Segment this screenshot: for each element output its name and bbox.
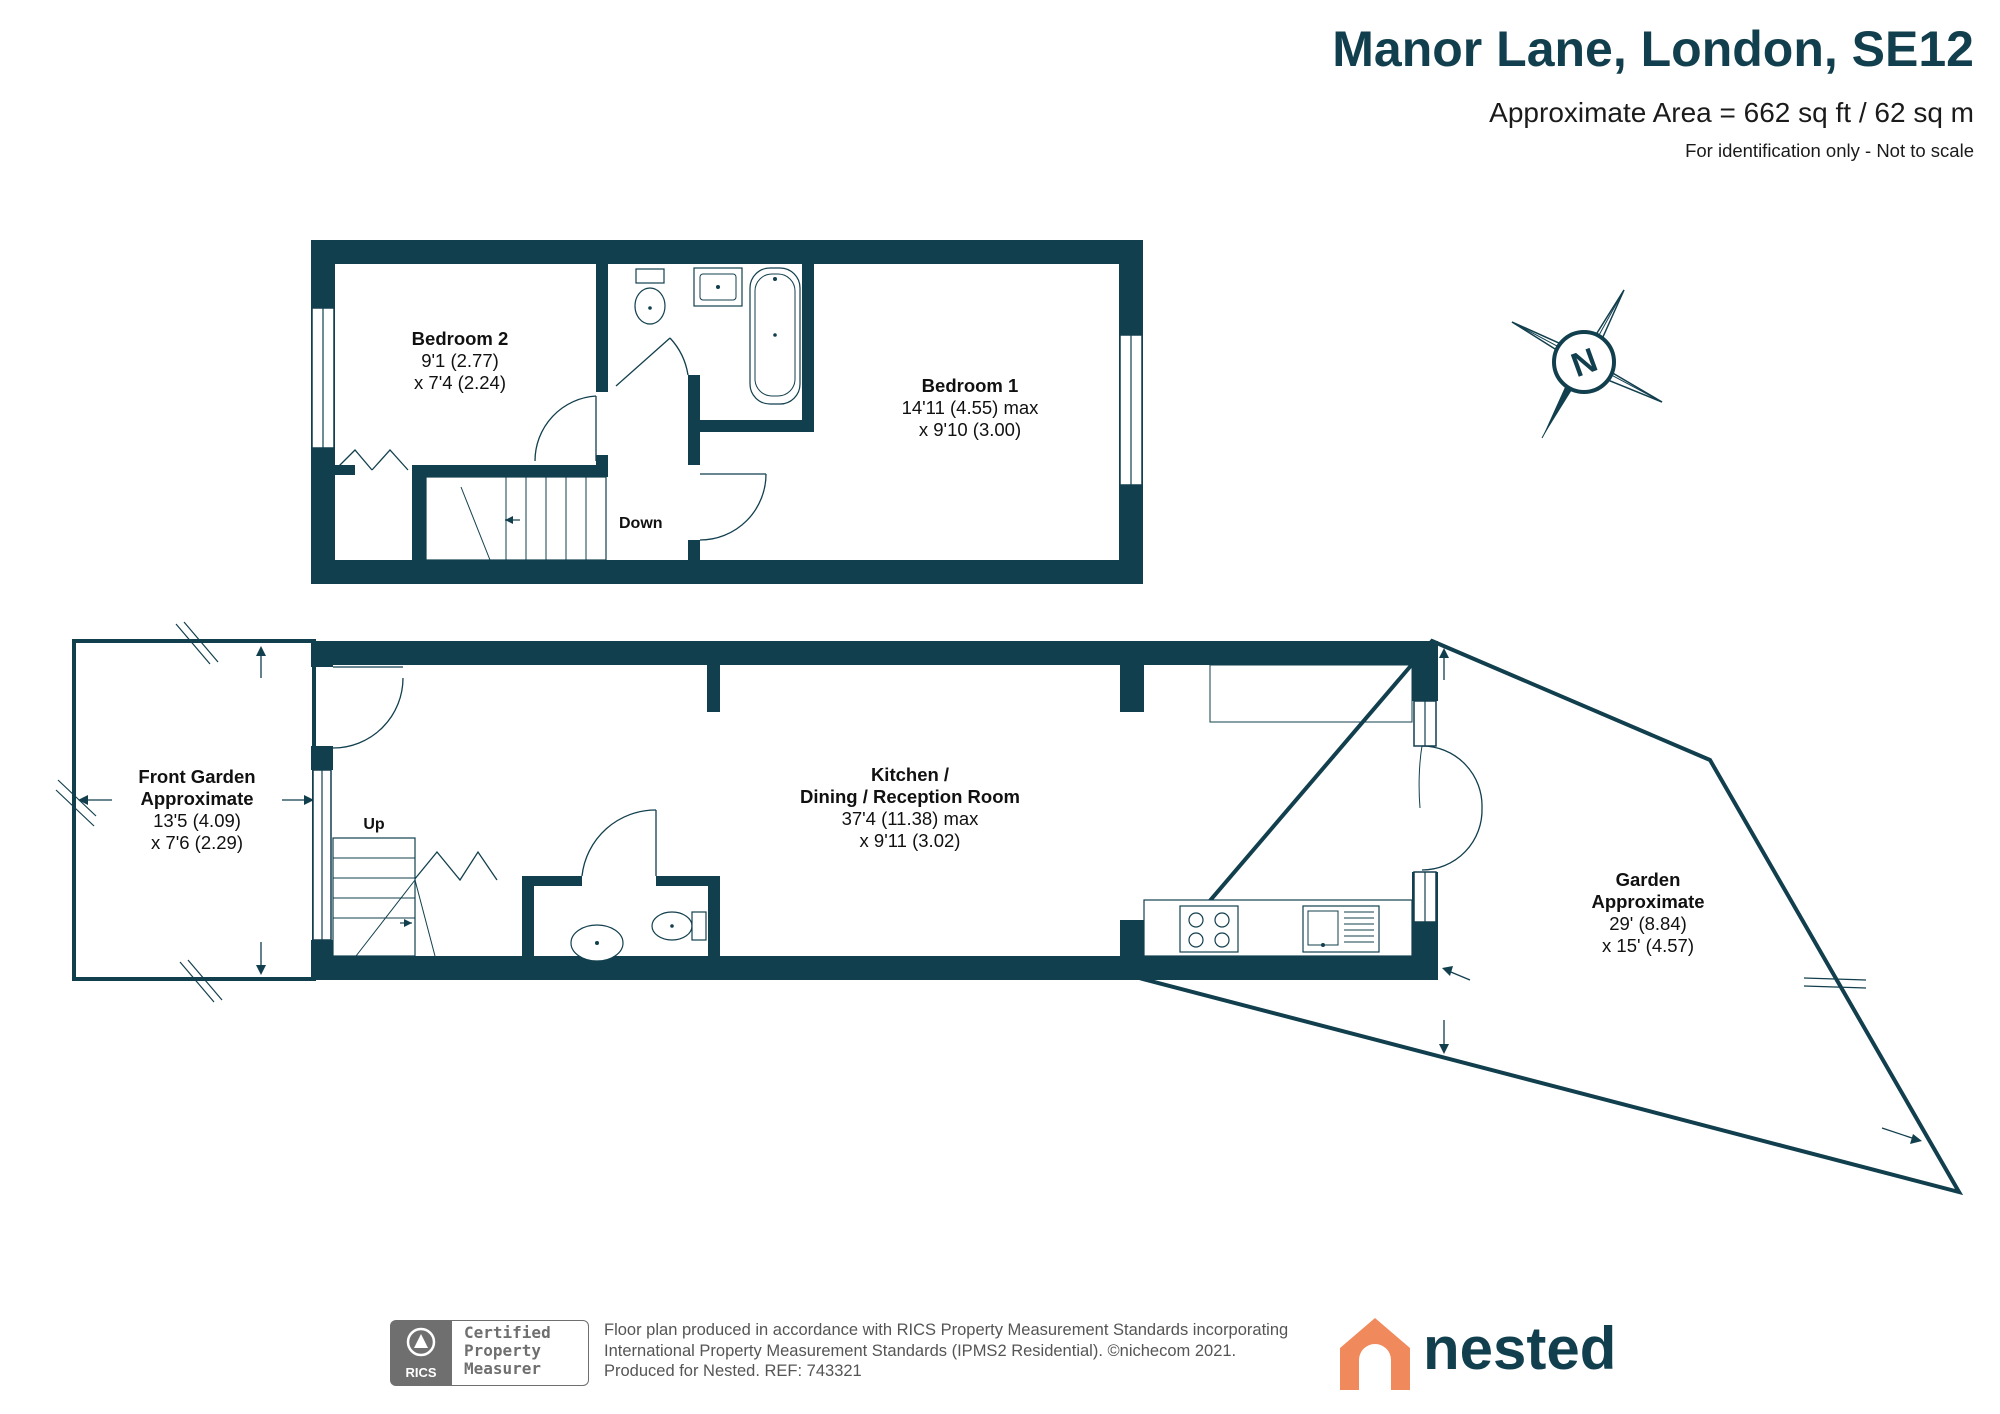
room-dimension: 29' (8.84) (1609, 913, 1687, 934)
stairs-up-label: Up (363, 816, 385, 833)
house-logo-icon (1340, 1318, 1410, 1390)
room-dimension: x 7'4 (2.24) (414, 372, 506, 393)
room-dimension: x 9'11 (3.02) (860, 830, 961, 851)
garden-outline (1139, 638, 1964, 1196)
footer-line: Floor plan produced in accordance with R… (604, 1321, 1289, 1339)
room-dimension: 14'11 (4.55) max (902, 397, 1040, 418)
page-title: Manor Lane, London, SE12 (1332, 21, 1974, 77)
approximate-area: Approximate Area = 662 sq ft / 62 sq m (1489, 97, 1974, 128)
ground-floor: Up (55, 621, 1964, 1196)
room-name: Kitchen / (871, 764, 949, 785)
identification-note: For identification only - Not to scale (1685, 140, 1974, 161)
room-dimension: x 9'10 (3.00) (919, 419, 1021, 440)
rics-logo: RICS (390, 1320, 452, 1386)
staircase-down (425, 476, 607, 561)
rics-certified-text: Certified Property Measurer (464, 1323, 551, 1378)
hob-icon (1179, 905, 1239, 953)
worktop (1209, 664, 1413, 723)
upper-floor: Down Bedroom 2 9'1 (2.77) x 7'4 (2.24) B… (311, 240, 1143, 584)
rics-certified-box: Certified Property Measurer (452, 1320, 589, 1386)
room-name: Approximate (1591, 891, 1704, 912)
room-name: Approximate (140, 788, 253, 809)
room-dimension: x 15' (4.57) (1602, 935, 1694, 956)
footer-line: International Property Measurement Stand… (604, 1341, 1237, 1360)
footer-note: Floor plan produced in accordance with R… (604, 1320, 1288, 1382)
room-name: Dining / Reception Room (800, 786, 1020, 807)
room-name: Front Garden (138, 766, 255, 787)
rics-label: RICS (405, 1365, 437, 1380)
room-dimension: x 7'6 (2.29) (151, 832, 243, 853)
compass-icon: N (1511, 289, 1663, 439)
room-dimension: 13'5 (4.09) (153, 810, 241, 831)
rics-emblem-icon (406, 1327, 436, 1357)
wall (311, 240, 1143, 264)
footer-line: Produced for Nested. REF: 743321 (604, 1362, 862, 1380)
wall (311, 560, 1143, 584)
kitchen-sink-icon (1302, 905, 1380, 953)
nested-logo: nested (1335, 1312, 1617, 1392)
room-dimension: 37'4 (11.38) max (842, 808, 980, 829)
room-name: Garden (1616, 869, 1681, 890)
room-dimension: 9'1 (2.77) (421, 350, 499, 371)
room-name: Bedroom 1 (922, 375, 1019, 396)
staircase-up (332, 837, 436, 957)
rics-badge: RICS Certified Property Measurer (390, 1320, 590, 1386)
stairs-down-label: Down (619, 515, 663, 532)
room-name: Bedroom 2 (412, 328, 509, 349)
toilet-icon (634, 287, 666, 325)
brand-name: nested (1423, 1315, 1617, 1382)
